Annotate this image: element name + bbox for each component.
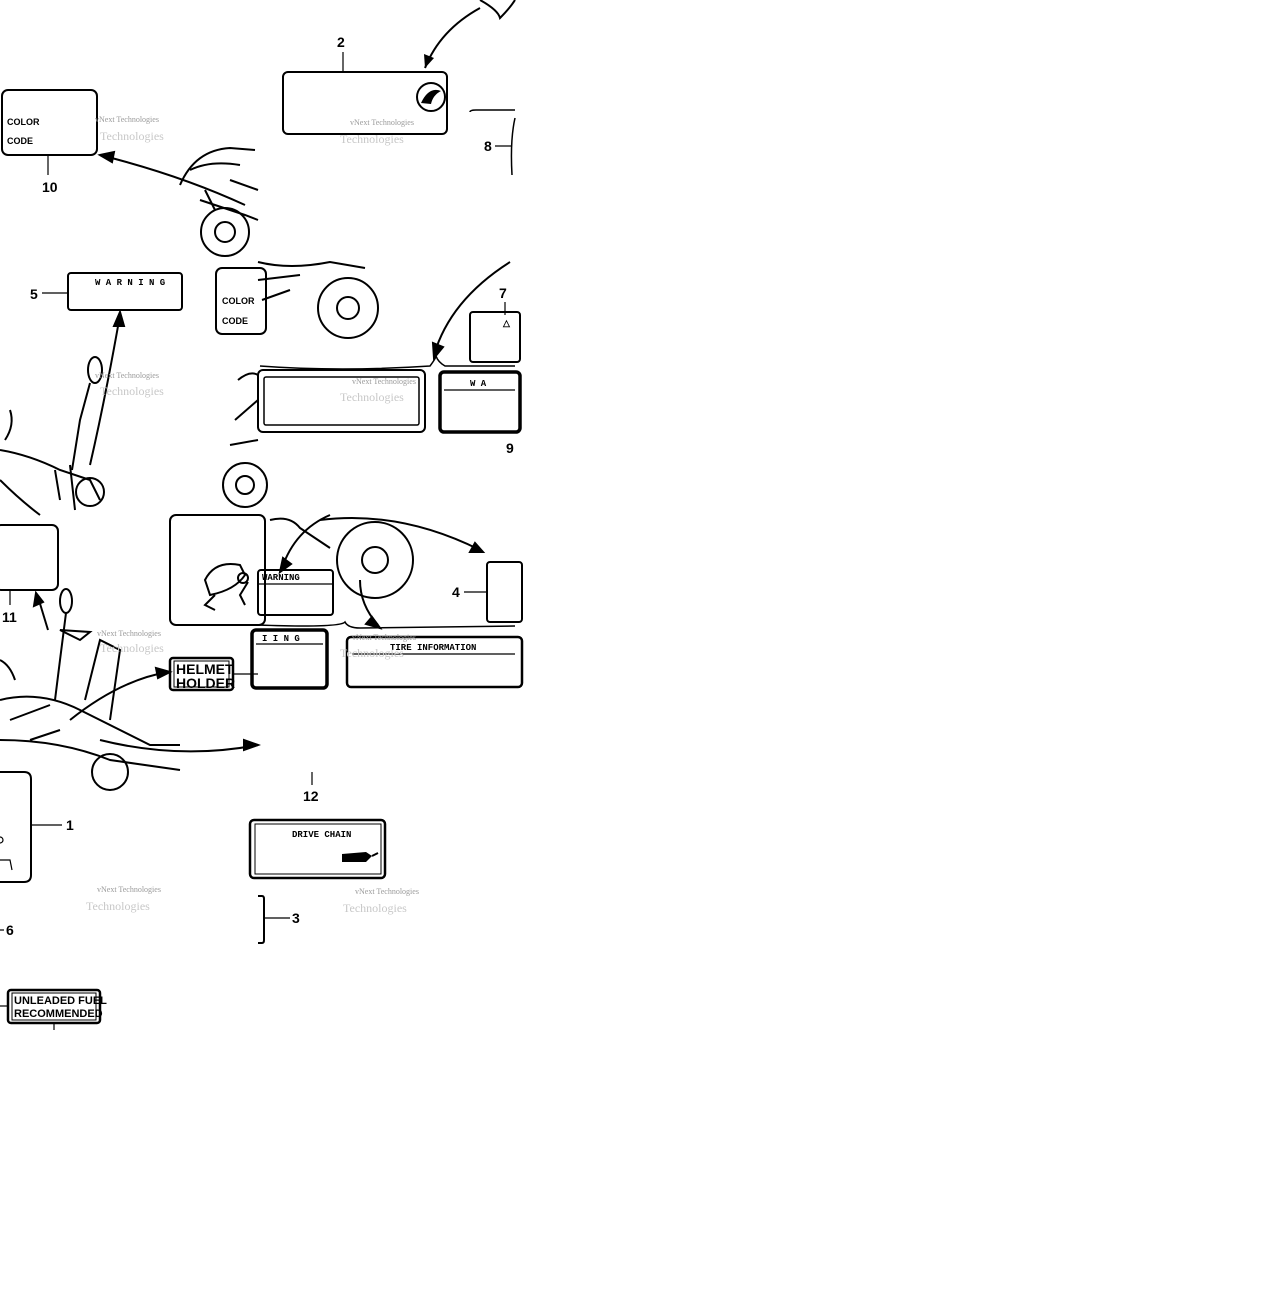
callout-11: 11 (2, 609, 17, 625)
label-8-edge: 8 (469, 109, 516, 176)
callout-12: 12 (303, 788, 319, 804)
tire-information-text: TIRE INFORMATION (390, 643, 476, 653)
detail-inset (169, 514, 266, 626)
warning-text: I I N G (262, 634, 300, 644)
drive-chain-text: DRIVE CHAIN (292, 830, 351, 840)
label-color-code-2: COLOR CODE (215, 267, 267, 335)
watermark: vNext Technologies (352, 377, 416, 386)
watermark: Technologies (340, 390, 404, 404)
label-warning-large: I I N G (250, 628, 329, 690)
watermark: vNext Technologies (355, 887, 419, 896)
label-3: 3 (258, 895, 300, 944)
holder-text: HOLDER (176, 675, 235, 691)
callout-6: 6 (6, 922, 14, 938)
motorcycle-center (257, 260, 511, 361)
watermark: vNext Technologies (352, 633, 416, 642)
label-helmet-holder: HELMET HOLDER (168, 656, 258, 692)
label-tire-information: TIRE INFORMATION (345, 635, 524, 689)
watermark: Technologies (100, 641, 164, 655)
watermark: vNext Technologies (97, 885, 161, 894)
callout-7: 7 (499, 285, 507, 301)
callout-8: 8 (484, 138, 492, 154)
color-text: COLOR (7, 117, 40, 127)
warning-text: WARNING (262, 573, 300, 583)
watermark: Technologies (100, 129, 164, 143)
wing-logo-icon (416, 82, 446, 112)
watermark: vNext Technologies (95, 371, 159, 380)
callout-12-group: 12 (303, 772, 319, 804)
callout-3: 3 (292, 910, 300, 926)
label-10-color-code: COLOR CODE 10 (1, 89, 98, 195)
watermark: Technologies (340, 132, 404, 146)
helmet-text: HELMET (176, 661, 234, 677)
warning-text: W A R N I N G (95, 278, 165, 288)
label-2-emblem: 2 (282, 0, 516, 135)
label-4: 4 (452, 561, 523, 623)
watermark: Technologies (86, 899, 150, 913)
callout-2: 2 (337, 34, 345, 50)
recommended-text: RECOMMENDED (14, 1008, 103, 1020)
label-drive-chain: DRIVE CHAIN (248, 818, 387, 880)
callout-9: 9 (506, 440, 514, 456)
label-7-warning: 7 △ (469, 285, 521, 363)
callout-6-group: 6 (0, 922, 14, 938)
motorcycle-top-left (97, 146, 259, 257)
bracket-line (259, 355, 515, 370)
motorcycle-lower-left (0, 588, 261, 791)
label-unleaded-fuel: UNLEADED FUEL RECOMMENDED (0, 988, 107, 1030)
motorcycle-lower-center (269, 514, 486, 630)
label-11: 11 (0, 524, 59, 625)
label-blank-center (257, 369, 426, 433)
watermark: Technologies (340, 646, 404, 660)
label-1: 1 (0, 771, 74, 883)
callout-4: 4 (452, 584, 460, 600)
watermark: Technologies (343, 901, 407, 915)
callout-10: 10 (42, 179, 58, 195)
watermark: vNext Technologies (95, 115, 159, 124)
label-warning-small: WARNING (257, 569, 334, 616)
warning-triangle-icon: △ (502, 319, 511, 329)
callout-1: 1 (66, 817, 74, 833)
watermark: Technologies (100, 384, 164, 398)
color-text: COLOR (222, 296, 255, 306)
code-text: CODE (7, 136, 33, 146)
warning-text: W A (470, 379, 487, 389)
callout-5: 5 (30, 286, 38, 302)
label-9-warning: W A 9 (438, 370, 522, 456)
watermark: vNext Technologies (350, 118, 414, 127)
unleaded-fuel-text: UNLEADED FUEL (14, 995, 107, 1007)
label-5-warning: 5 W A R N I N G (30, 272, 183, 311)
watermark: vNext Technologies (97, 629, 161, 638)
oil-can-icon (342, 852, 379, 862)
code-text: CODE (222, 316, 248, 326)
bracket-line (257, 620, 516, 629)
motorcycle-mid-left (0, 309, 268, 516)
